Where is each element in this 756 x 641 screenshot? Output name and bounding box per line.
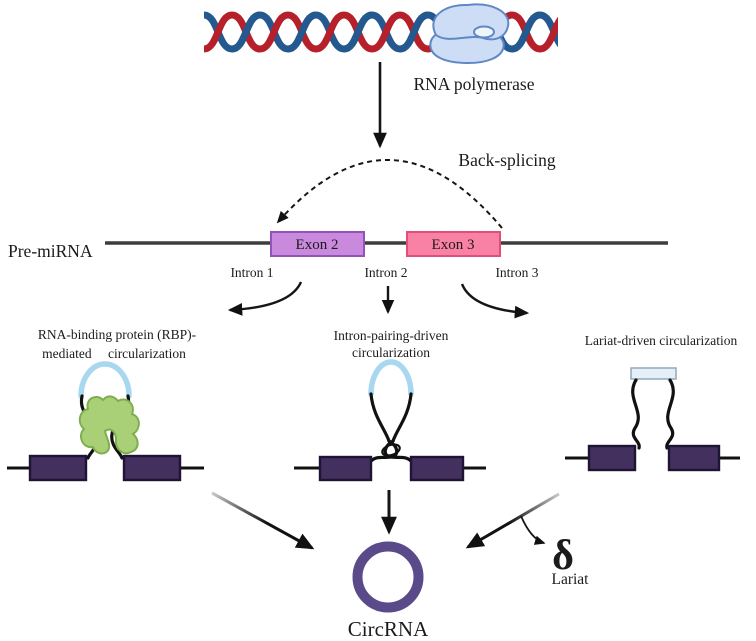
pairing-intron-right	[391, 392, 413, 443]
pairing-exon-right	[409, 455, 465, 482]
pairing-twist-right	[387, 439, 413, 463]
lariat-intron-right	[665, 378, 675, 450]
circrna-ring	[352, 541, 424, 613]
pairing-loop-arc	[368, 359, 414, 397]
lariat-exon-right	[667, 444, 721, 472]
rbp-pathway-title-line1: RNA-binding protein (RBP)-	[38, 327, 197, 342]
lariat-driven-title: Lariat-driven circularization	[585, 333, 738, 348]
rbp-pathway-title-line2: mediated circularization	[42, 346, 186, 361]
back-splicing-label: Back-splicing	[458, 150, 555, 170]
pairing-intron-left	[369, 392, 391, 443]
intron1-label: Intron 1	[230, 265, 273, 280]
circrna-label: CircRNA	[348, 617, 429, 641]
polymerase-channel	[473, 25, 495, 39]
rbp-protein-icon	[78, 395, 140, 455]
rbp-exon-left	[28, 454, 88, 482]
lariat-intron-left	[631, 378, 641, 450]
pre-mirna-label: Pre-miRNA	[8, 241, 93, 261]
lariat-bar	[630, 367, 677, 380]
exon2-label: Exon 2	[296, 237, 339, 253]
intron3-label: Intron 3	[495, 265, 538, 280]
intron-pairing-title-line1: Intron-pairing-driven	[334, 328, 449, 343]
converge-arrow-right	[465, 492, 560, 549]
exon2-box	[270, 231, 365, 257]
branch-arrow-left	[227, 281, 303, 316]
lariat-structure	[565, 367, 740, 472]
pairing-twist-loop	[381, 443, 401, 457]
intron-pairing-title-line2: circularization	[352, 345, 430, 360]
rna-polymerase-label: RNA polymerase	[413, 74, 534, 94]
lariat-icon: δ	[552, 533, 574, 579]
intron2-label: Intron 2	[364, 265, 407, 280]
converge-arrow-left	[211, 491, 315, 550]
intron-pairing-structure	[294, 359, 486, 482]
back-splicing-arc	[276, 159, 503, 229]
rbp-exon-right	[122, 454, 182, 482]
exon3-label: Exon 3	[432, 237, 475, 253]
pairing-exon-left	[318, 455, 373, 482]
lariat-branch-arrow	[520, 515, 546, 545]
dna-helix-icon	[204, 15, 596, 49]
lariat-exon-left	[587, 444, 637, 472]
rna-polymerase-icon	[429, 3, 510, 64]
rbp-structure	[7, 361, 204, 482]
rbp-loop-arc	[78, 361, 132, 399]
exon3-box	[406, 231, 501, 257]
lariat-label: Lariat	[551, 571, 589, 588]
branch-arrow-right	[460, 283, 530, 319]
